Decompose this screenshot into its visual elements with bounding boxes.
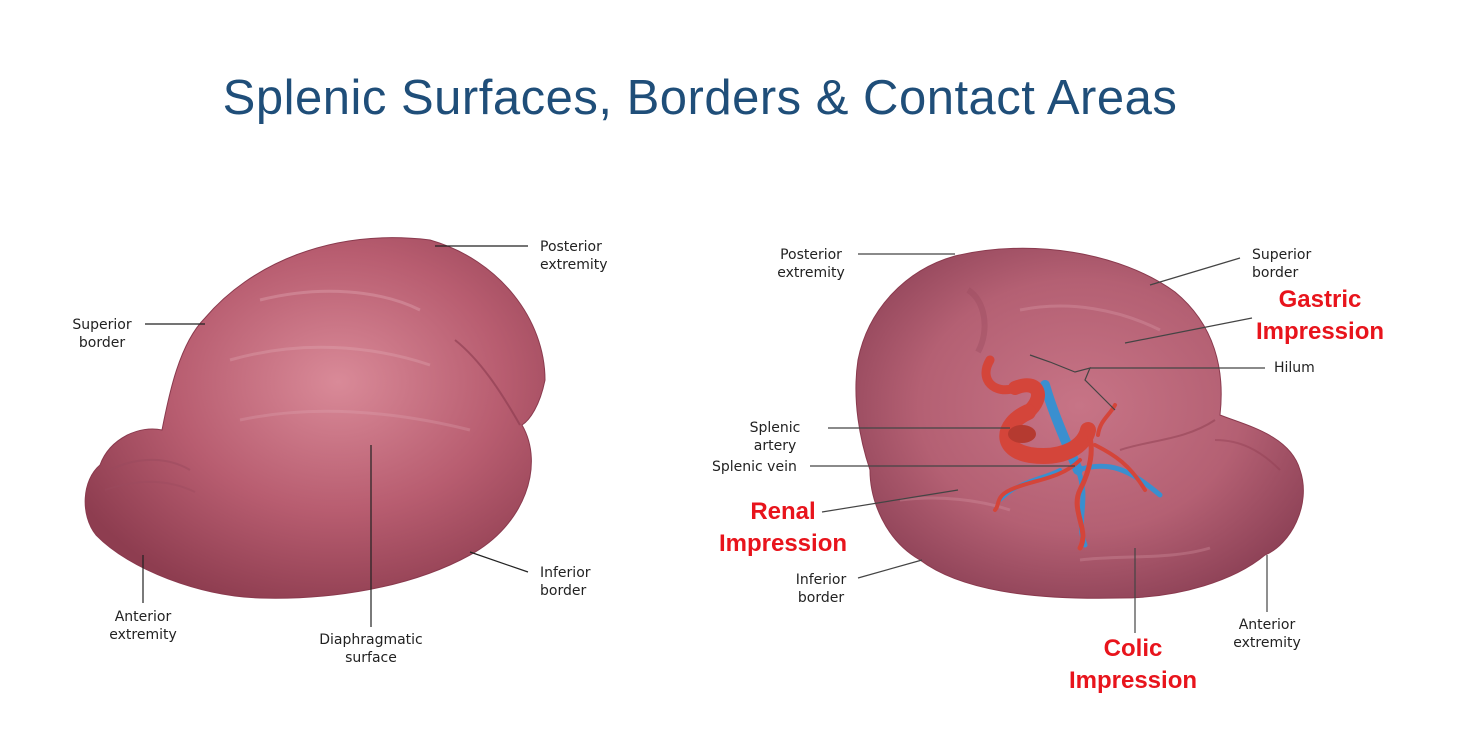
- left-diaphragmatic-surface-label: Diaphragmatic surface: [319, 632, 423, 666]
- left-inferior-border-label: Inferior border: [540, 565, 591, 599]
- left-posterior-extremity-label: Posterior extremity: [540, 239, 608, 273]
- colic-impression-label: Colic Impression: [1068, 635, 1198, 694]
- right-anterior-extremity-label: Anterior extremity: [1233, 617, 1301, 651]
- page-title: Splenic Surfaces, Borders & Contact Area…: [222, 71, 1178, 125]
- left-spleen-illustration: [84, 237, 546, 599]
- gastric-impression-label: Gastric Impression: [1255, 286, 1385, 345]
- left-anterior-extremity-label: Anterior extremity: [109, 609, 177, 643]
- right-spleen-body: [855, 247, 1304, 599]
- left-superior-border-label: Superior border: [72, 317, 132, 351]
- splenic-vein-label: Splenic vein: [712, 459, 797, 475]
- splenic-vessels: [981, 355, 1163, 551]
- right-inferior-border-label: Inferior border: [795, 572, 847, 606]
- right-spleen-illustration: [855, 247, 1304, 599]
- renal-impression-label: Renal Impression: [718, 498, 848, 557]
- hilum-label: Hilum: [1274, 360, 1315, 376]
- right-posterior-extremity-label: Posterior extremity: [777, 247, 845, 281]
- left-spleen-body: [84, 237, 546, 599]
- right-superior-border-label: Superior border: [1252, 247, 1312, 281]
- splenic-artery-label: Splenic artery: [749, 420, 801, 454]
